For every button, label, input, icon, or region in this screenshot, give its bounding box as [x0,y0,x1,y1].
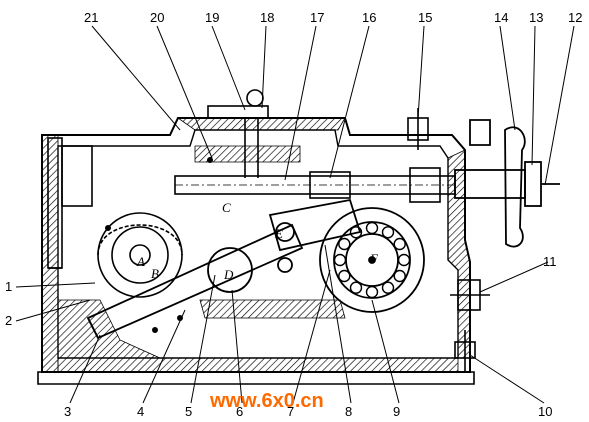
leader-line [479,261,549,293]
rocker-link [268,198,362,273]
callout-8: 8 [345,404,352,419]
left-cover [47,137,93,269]
leader-line [156,25,213,159]
callout-16: 16 [362,10,376,25]
casing-hatching [41,117,471,373]
callouts-bottom: 3 4 5 6 7 8 9 10 [64,404,552,419]
side-bolts [450,279,490,372]
callout-18: 18 [260,10,274,25]
leader-line [544,25,575,186]
point-letters: A B C D E F [136,200,379,282]
leader-line [261,25,267,109]
callout-9: 9 [393,404,400,419]
bearing-ball [393,237,406,251]
callout-11: 11 [543,254,557,269]
leader-line [417,25,425,119]
leader-line [292,269,331,404]
bearing-ball [393,269,406,283]
leader-line [190,274,216,404]
handwheel [454,119,560,248]
callout-21: 21 [84,10,98,25]
leader-line [284,25,317,181]
callout-2: 2 [5,313,12,328]
callout-7: 7 [287,404,294,419]
leader-line [531,25,536,166]
bearing-ball [365,285,379,299]
callout-15: 15 [418,10,432,25]
top-lever [207,89,269,178]
connecting-rod [86,223,304,340]
bearing-ball [338,237,351,251]
leader-line [371,299,400,404]
point-b: B [151,266,159,281]
bearing-ball [365,221,379,235]
feed-shaft [174,167,456,203]
callout-5: 5 [185,404,192,419]
leader-line [15,282,96,288]
point-c: C [222,200,231,215]
leader-line [211,25,246,111]
bearing-balls [333,221,411,299]
callouts-side: 1 2 11 [5,254,557,328]
callout-19: 19 [205,10,219,25]
bearing-ball [349,281,363,294]
callout-6: 6 [236,404,243,419]
callout-3: 3 [64,404,71,419]
bearing-ball [338,269,351,283]
callouts-top: 21 20 19 18 17 16 15 14 13 12 [84,10,582,25]
callout-4: 4 [137,404,144,419]
point-f: F [369,251,379,266]
point-e: E [274,226,283,241]
bearing-ball [381,226,395,239]
leader-line [69,334,101,404]
callout-10: 10 [538,404,552,419]
leader-lines [15,25,575,404]
leader-line [15,299,91,322]
point-a: A [136,254,145,269]
point-d: D [223,267,234,282]
callout-20: 20 [150,10,164,25]
leader-line [324,244,352,404]
callout-14: 14 [494,10,508,25]
leader-line [329,25,370,179]
leader-line [499,25,516,131]
left-gear [97,212,183,298]
callout-13: 13 [529,10,543,25]
bearing-ball [349,226,363,239]
leader-line [91,25,181,131]
leader-line [231,289,243,404]
callout-1: 1 [5,279,12,294]
callout-12: 12 [568,10,582,25]
callout-17: 17 [310,10,324,25]
bearing-ball [381,281,395,294]
leader-line [142,309,186,404]
watermark: www.6x0.cn [209,390,324,412]
studs [105,157,213,333]
bearing-ball [397,253,411,267]
bearing-ball [333,253,347,267]
leader-line [469,354,545,404]
